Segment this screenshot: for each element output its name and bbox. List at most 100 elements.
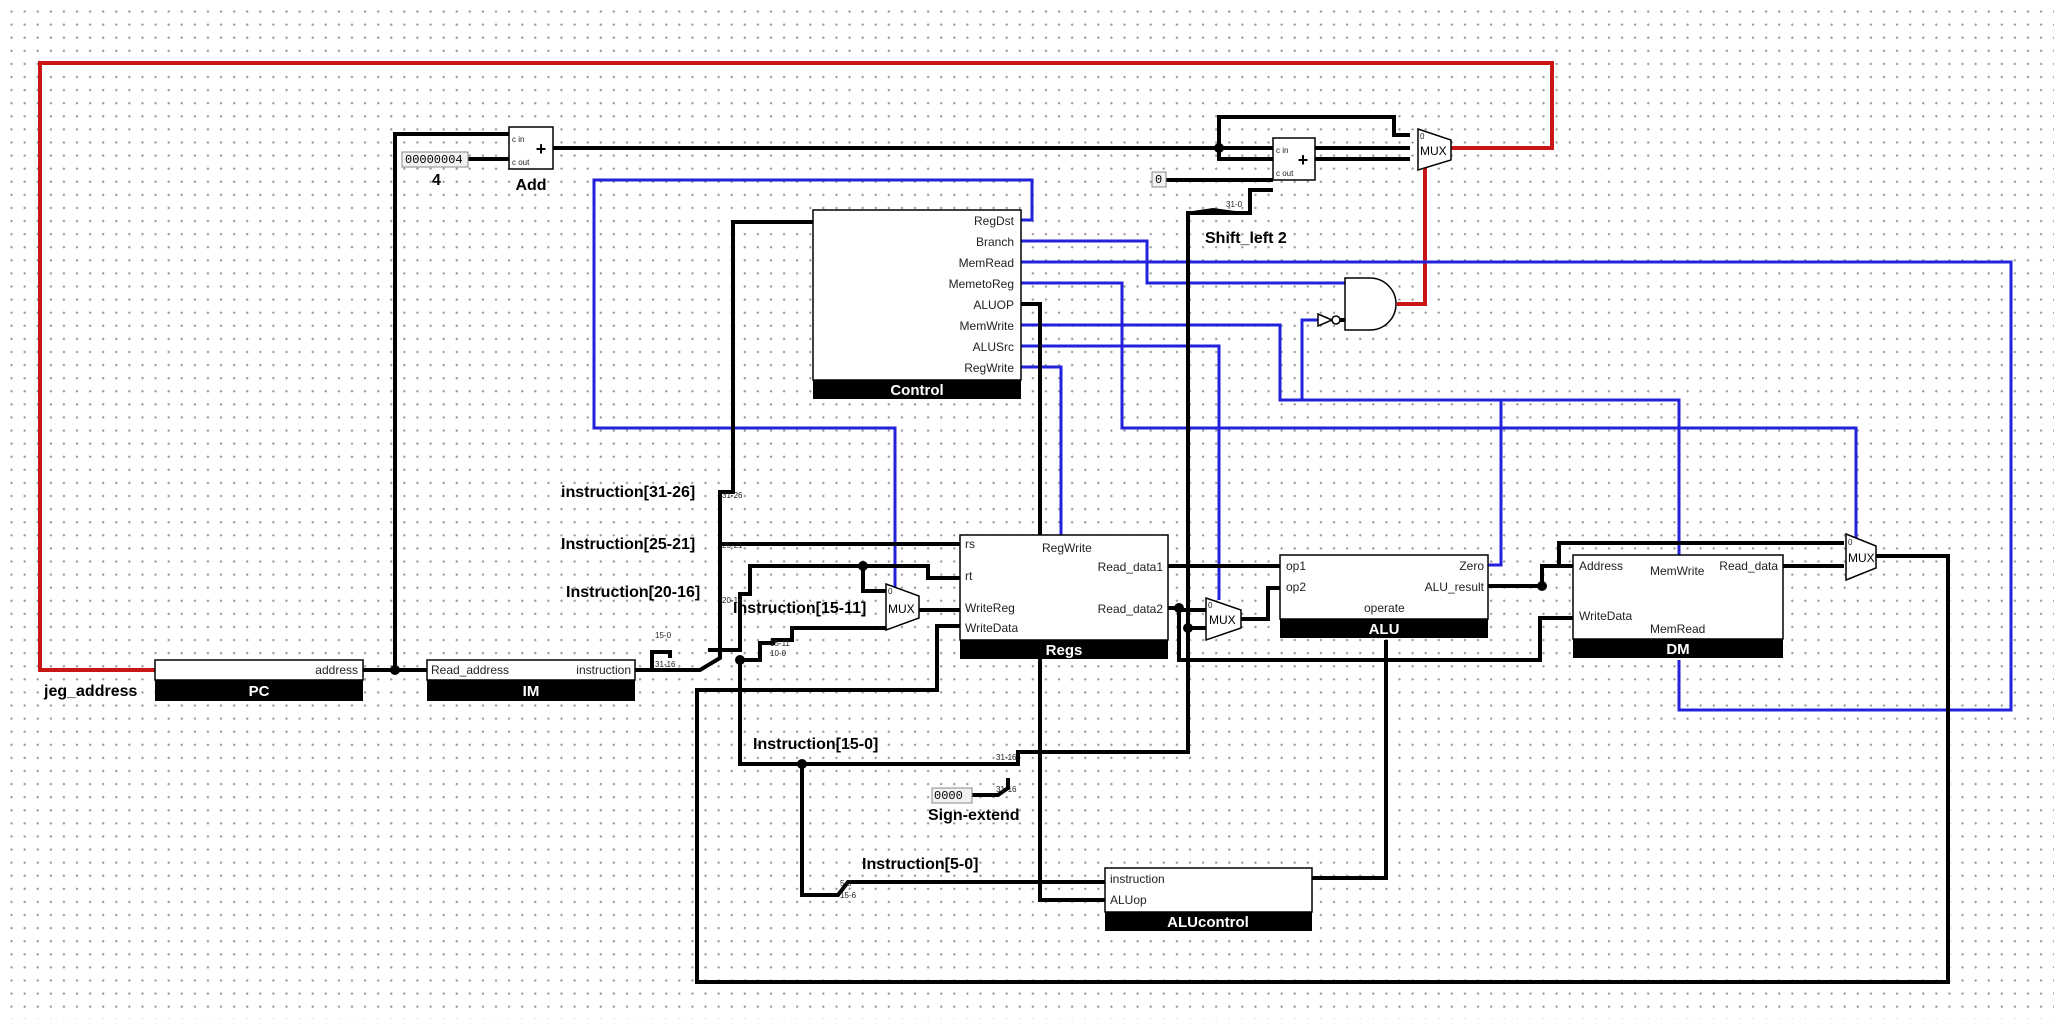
inverter-bubble-icon — [1331, 315, 1341, 325]
shift-left-2-label: Shift_left 2 — [1205, 230, 1287, 247]
regs-read-data1-port: Read_data1 — [1098, 560, 1164, 574]
alu-operate-port: operate — [1364, 601, 1405, 615]
instr-20-16-label: Instruction[20-16] — [566, 584, 700, 601]
svg-text:0: 0 — [1208, 601, 1213, 610]
writereg-mux-label: MUX — [888, 602, 915, 616]
svg-text:5-0: 5-0 — [840, 879, 852, 888]
alusrc-mux-label: MUX — [1209, 613, 1236, 627]
sign-extend-constant: 0000 — [934, 789, 963, 803]
constant-zero-value: 0 — [1155, 173, 1162, 187]
instruction-memory[interactable]: Read_address instruction IM — [426, 659, 636, 701]
branch-adder[interactable]: c in c out + — [1272, 137, 1316, 181]
regs-rt-port: rt — [965, 569, 973, 583]
adder2-cin: c in — [1276, 146, 1288, 155]
control-out-regdst: RegDst — [974, 214, 1015, 228]
alucontrol-label: ALUcontrol — [1167, 914, 1249, 931]
instr-15-0-label: Instruction[15-0] — [753, 736, 878, 753]
instr-31-26-label: instruction[31-26] — [561, 484, 695, 501]
alu-op2-port: op2 — [1286, 580, 1306, 594]
svg-text:0: 0 — [1420, 132, 1425, 141]
instr-5-0-label: Instruction[5-0] — [862, 856, 978, 873]
wire-labels: jeg_address instruction[31-26] Instructi… — [43, 484, 978, 873]
sign-extend: 0000 Sign-extend — [928, 787, 1020, 824]
junction-dots — [390, 143, 1547, 769]
constant-four-value: 00000004 — [405, 153, 463, 167]
alu-zero-port: Zero — [1459, 559, 1484, 573]
splitter-bit-labels: 31-26 25-21 20-16 15-0 31-16 15-11 10-0 … — [655, 491, 1017, 900]
svg-text:31-16: 31-16 — [655, 660, 676, 669]
svg-text:0: 0 — [1848, 538, 1853, 547]
control-out-regwrite: RegWrite — [964, 361, 1014, 375]
im-read-address-port: Read_address — [431, 663, 509, 677]
alucontrol-instruction-port: instruction — [1110, 872, 1165, 886]
control-unit[interactable]: RegDst Branch MemRead MemetoReg ALUOP Me… — [812, 209, 1022, 399]
pc-mux-label: MUX — [1420, 144, 1447, 158]
alu-result-port: ALU_result — [1425, 580, 1485, 594]
adder1-label: Add — [515, 177, 546, 194]
regs-writereg-port: WriteReg — [965, 601, 1015, 615]
memtoreg-mux[interactable]: 0 MUX — [1845, 532, 1877, 582]
dm-writedata-port: WriteData — [1579, 609, 1632, 623]
svg-text:31-16: 31-16 — [996, 753, 1017, 762]
instr-15-11-label: Instruction[15-11] — [733, 600, 866, 617]
register-file[interactable]: rs rt WriteReg WriteData RegWrite Read_d… — [959, 534, 1169, 659]
memtoreg-mux-label: MUX — [1848, 551, 1875, 565]
im-instruction-port: instruction — [576, 663, 631, 677]
svg-text:10-0: 10-0 — [770, 649, 787, 658]
adder2-plus-icon: + — [1298, 150, 1309, 170]
regs-writedata-port: WriteData — [965, 621, 1018, 635]
svg-text:15-6: 15-6 — [840, 891, 857, 900]
writereg-mux[interactable]: 0 MUX — [885, 582, 920, 632]
pc-register[interactable]: address PC — [154, 659, 364, 701]
alucontrol-aluop-port: ALUop — [1110, 893, 1147, 907]
alu-control[interactable]: instruction ALUop ALUcontrol — [1104, 867, 1313, 931]
svg-text:31-16: 31-16 — [996, 785, 1017, 794]
adder2-cout: c out — [1276, 169, 1294, 178]
regs-label: Regs — [1046, 642, 1083, 659]
dm-memread-port: MemRead — [1650, 622, 1705, 636]
dm-read-data-port: Read_data — [1719, 559, 1778, 573]
blue-control-wires — [592, 178, 2013, 712]
shift-left-2: 31-0 Shift_left 2 — [1192, 200, 1287, 247]
svg-text:15-11: 15-11 — [770, 639, 790, 648]
constant-zero: 0 — [1151, 171, 1167, 188]
not-triangle-icon — [1317, 312, 1334, 328]
dm-label: DM — [1666, 641, 1689, 658]
dm-memwrite-port: MemWrite — [1650, 564, 1705, 578]
jeg-address-label: jeg_address — [43, 683, 137, 700]
black-wires — [363, 115, 1950, 984]
data-memory[interactable]: Address MemWrite Read_data WriteData Mem… — [1572, 554, 1784, 658]
svg-text:20-16: 20-16 — [722, 596, 743, 605]
control-out-branch: Branch — [976, 235, 1014, 249]
control-out-alusrc: ALUSrc — [973, 340, 1014, 354]
control-out-memwrite: MemWrite — [960, 319, 1015, 333]
alu-label: ALU — [1369, 621, 1400, 638]
red-wires — [38, 61, 1554, 672]
svg-text:25-21: 25-21 — [722, 541, 743, 550]
adder1-plus-icon: + — [536, 139, 547, 159]
adder1-cout: c out — [512, 158, 530, 167]
im-label: IM — [523, 683, 540, 700]
regs-read-data2-port: Read_data2 — [1098, 602, 1164, 616]
constant-four-label: 4 — [432, 172, 441, 189]
sign-extend-label: Sign-extend — [928, 807, 1020, 824]
regs-regwrite-port: RegWrite — [1042, 541, 1092, 555]
alusrc-mux[interactable]: 0 MUX — [1205, 596, 1242, 642]
pc-mux[interactable]: 0 MUX — [1417, 127, 1452, 172]
control-label: Control — [890, 382, 943, 399]
dm-address-port: Address — [1579, 559, 1623, 573]
pc-address-port: address — [315, 663, 358, 677]
instr-25-21-label: Instruction[25-21] — [561, 536, 695, 553]
svg-text:0: 0 — [888, 587, 893, 596]
svg-text:15-0: 15-0 — [655, 631, 672, 640]
adder1-cin: c in — [512, 135, 524, 144]
control-out-memread: MemRead — [959, 256, 1014, 270]
pc-label: PC — [249, 683, 270, 700]
alu[interactable]: op1 op2 operate Zero ALU_result ALU — [1279, 554, 1489, 638]
branch-and-gate[interactable] — [1317, 277, 1397, 331]
svg-text:31-26: 31-26 — [722, 491, 743, 500]
control-out-aluop: ALUOP — [973, 298, 1014, 312]
pc-adder[interactable]: c in c out + Add — [508, 126, 554, 194]
